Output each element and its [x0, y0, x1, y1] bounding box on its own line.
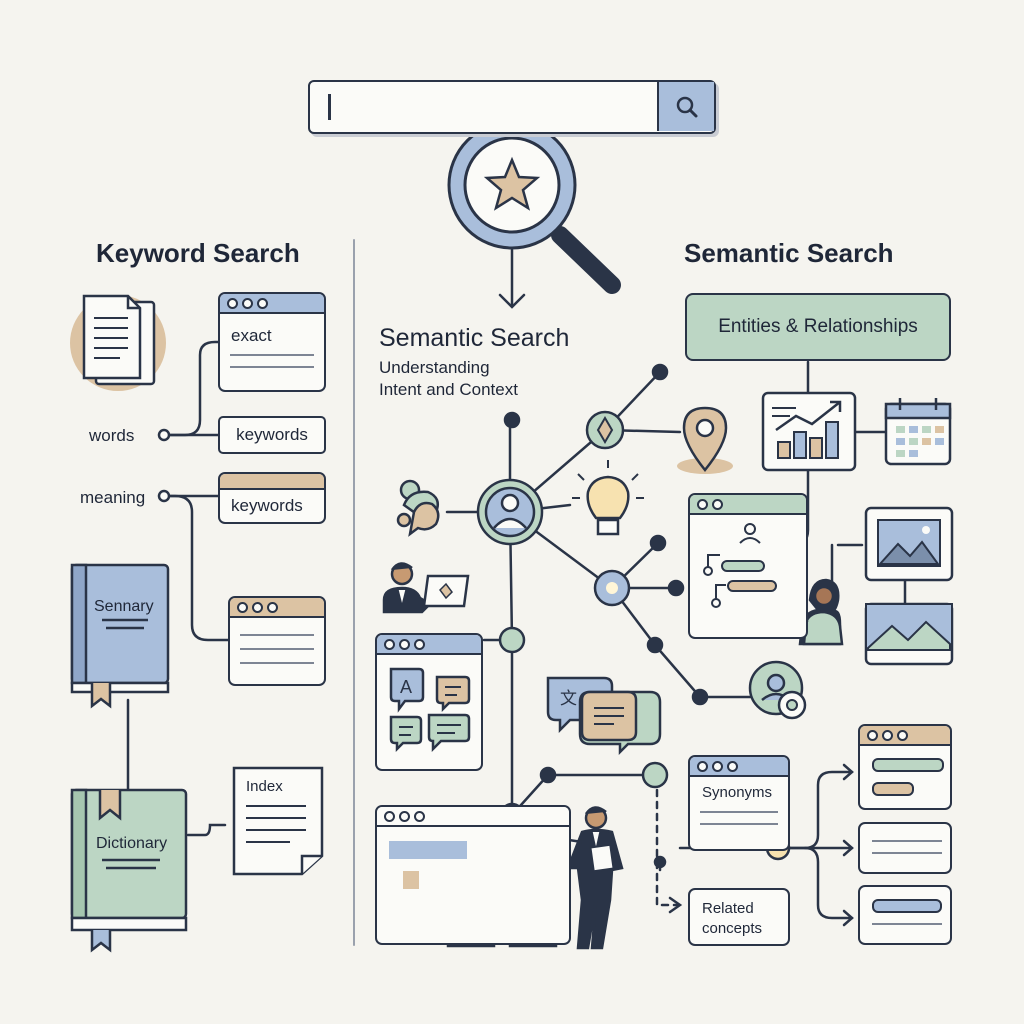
chat-bubbles-icon [396, 479, 440, 537]
man-presenting-icon [547, 806, 624, 950]
magnifier-icon [447, 120, 621, 294]
book2-title: Dictionary [96, 835, 168, 852]
browser-window[interactable] [375, 805, 571, 945]
search-button[interactable] [657, 82, 714, 131]
text-cursor [328, 94, 331, 120]
exact-window[interactable]: exact [218, 292, 326, 392]
keywords-box-1-label: keywords [236, 425, 308, 444]
words-label: words [89, 426, 135, 445]
left-result-window[interactable] [228, 596, 326, 686]
document-icon [70, 294, 166, 391]
index-page-icon [232, 766, 324, 876]
chart-icon [761, 391, 857, 472]
keywords-box-2-label: keywords [231, 496, 303, 515]
flow-window[interactable] [688, 493, 808, 639]
result-window-1[interactable] [858, 724, 952, 810]
user-settings-icon [748, 660, 807, 720]
related-line1: Related [702, 900, 754, 917]
keyword-search-heading: Keyword Search [96, 238, 300, 268]
related-line2: concepts [702, 920, 763, 937]
dictionary-icon [70, 788, 188, 953]
search-input[interactable] [324, 92, 658, 122]
center-subtitle-line2: Intent and Context [379, 380, 518, 399]
search-bar[interactable] [308, 80, 716, 134]
person-laptop-icon [382, 562, 470, 614]
user-node-icon [476, 478, 544, 546]
flow-diagram-icon [703, 523, 777, 608]
chat-icons: A [389, 667, 471, 753]
lightbulb-icon [572, 460, 644, 536]
search-icon [676, 96, 697, 117]
synonyms-label: Synonyms [702, 784, 773, 801]
center-subtitle-line1: Understanding [379, 358, 490, 377]
calendar-icon [884, 398, 952, 466]
index-label: Index [246, 778, 283, 795]
center-title: Semantic Search [379, 324, 570, 352]
book-icon [70, 563, 170, 709]
entities-relationships-box[interactable]: Entities & Relationships [685, 293, 951, 361]
chat-window[interactable]: A [375, 633, 483, 771]
semantic-search-heading: Semantic Search [684, 238, 894, 268]
synonyms-window[interactable]: Synonyms [688, 755, 790, 851]
result-window-3[interactable] [858, 885, 952, 945]
book1-title: Sennary [94, 598, 154, 615]
keywords-box-2[interactable]: keywords [218, 472, 326, 524]
entities-relationships-label: Entities & Relationships [718, 316, 918, 337]
location-pin-icon [677, 406, 733, 474]
translation-bubbles-icon: 文 [546, 676, 662, 756]
meaning-label: meaning [80, 488, 146, 507]
keywords-box-1[interactable]: keywords [218, 416, 326, 454]
exact-label: exact [231, 326, 272, 345]
result-window-2[interactable] [858, 822, 952, 874]
landscape-image-icon [864, 602, 954, 666]
woman-pointing-icon [775, 578, 844, 646]
image-icon [864, 506, 954, 582]
related-concepts-box[interactable]: Related concepts [688, 888, 790, 946]
svg-text:文: 文 [560, 689, 577, 708]
svg-text:A: A [400, 677, 412, 697]
